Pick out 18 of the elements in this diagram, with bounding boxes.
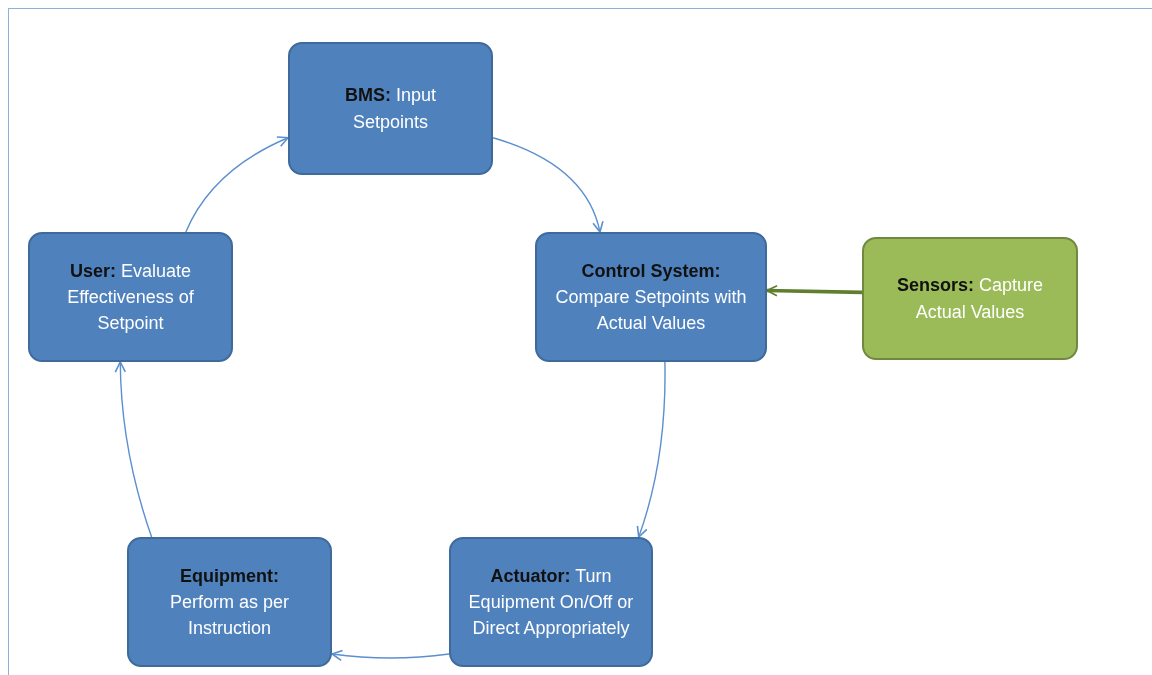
- box-label: Control System: Compare Setpoints with Actual Values: [554, 259, 748, 336]
- box-label: BMS: Input Setpoints: [343, 84, 437, 134]
- process-box: [535, 232, 767, 362]
- box-label: Sensors: Capture Actual Values: [895, 274, 1045, 324]
- process-box: [449, 537, 653, 667]
- arrow: [636, 361, 666, 538]
- box-label: User: Evaluate Effectiveness of Setpoint: [66, 259, 195, 336]
- arrow: [331, 649, 450, 661]
- arrow: [766, 284, 863, 297]
- box-label: Equipment: Perform as per Instruction: [168, 564, 290, 641]
- arrow: [114, 361, 153, 538]
- process-box: [28, 232, 233, 362]
- arrow: [492, 137, 604, 233]
- process-box: [288, 42, 493, 175]
- process-box: [127, 537, 332, 667]
- box-label: Actuator: Turn Equipment On/Off or Direct Appropriately: [467, 564, 635, 641]
- process-box: [862, 237, 1078, 360]
- arrow: [185, 136, 289, 233]
